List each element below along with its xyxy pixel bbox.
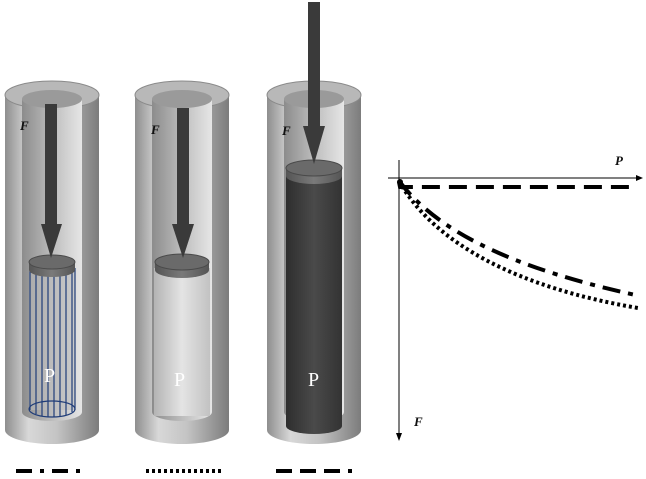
cylinder-2-specimen [154,268,210,416]
cylinder-2-bore-top [152,90,212,108]
cylinder-1: F P [4,80,100,444]
cylinder-1-force-arrow [41,104,62,258]
cylinder-2-content-label: P [174,369,185,391]
cylinder-1-content-label: P [44,365,55,387]
curve-dash-dot [397,179,641,298]
cylinder-2-force-label: F [150,122,160,137]
cylinder-3: F P [266,2,362,444]
graph: P F [388,153,643,441]
curve-dotted [397,180,639,310]
cylinder-3-force-arrow [303,2,325,164]
x-axis [388,175,643,181]
x-axis-label: P [615,153,624,168]
cylinder-1-bore-top [22,90,82,108]
y-axis-label: F [413,414,423,429]
curve-dashed [397,181,630,189]
origin-point [397,179,403,185]
cylinder-2-force-arrow [172,108,194,258]
cylinder-1-force-label: F [19,118,29,133]
y-axis [396,160,402,441]
cylinder-2-piston-top [154,253,210,271]
cylinder-1-piston-top [28,254,76,270]
cylinder-3-force-label: F [281,123,291,138]
cylinder-2: F P [134,80,230,444]
cylinder-3-specimen [286,175,342,434]
cylinder-1-specimen-cage [28,268,76,418]
cylinder-3-content-label: P [308,369,319,391]
